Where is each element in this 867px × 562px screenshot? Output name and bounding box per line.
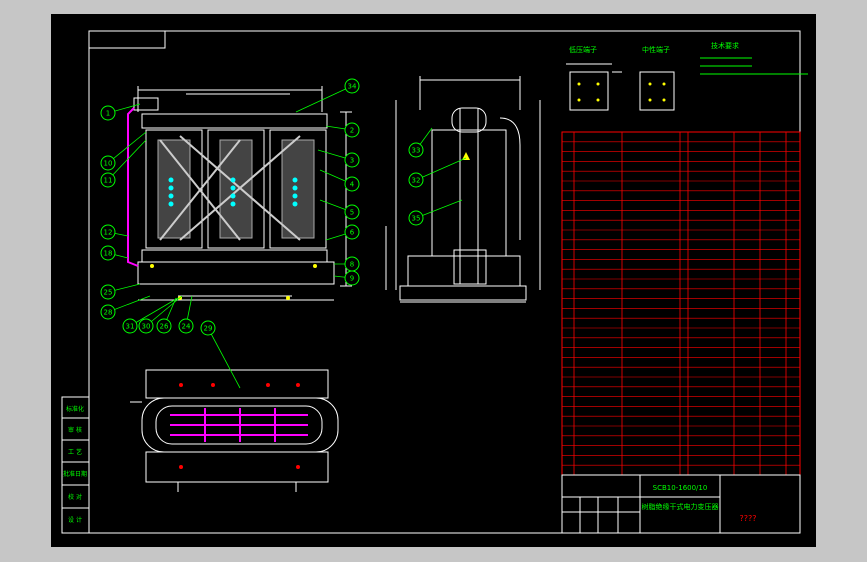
callout-label: 30 — [142, 323, 151, 331]
side-block-label: 批准日期 — [63, 470, 87, 478]
callout-label: 12 — [104, 229, 113, 237]
callout-2: 2 — [325, 122, 360, 138]
top-view-busbars — [170, 383, 308, 469]
callout-28: 28 — [100, 295, 151, 320]
callout-29: 29 — [200, 320, 241, 389]
lead-cable — [127, 107, 139, 267]
callout-label: 8 — [350, 261, 354, 269]
callout-5: 5 — [319, 199, 360, 220]
tech-requirements-title: 技术要求 — [711, 41, 739, 50]
callout-label: 28 — [104, 309, 113, 317]
side-block-label: 校 对 — [68, 493, 82, 501]
callout-label: 10 — [104, 160, 113, 168]
callout-9: 9 — [333, 270, 360, 286]
detail-b-label: 中性端子 — [642, 45, 670, 54]
drawing-title: 树脂绝缘干式电力变压器 — [642, 502, 719, 511]
callout-label: 4 — [350, 181, 355, 189]
callout-label: 2 — [350, 127, 354, 135]
callout-label: 35 — [412, 215, 421, 223]
title-block — [561, 474, 801, 534]
callout-11: 11 — [100, 139, 147, 188]
callout-label: 34 — [348, 83, 357, 91]
callout-label: 6 — [350, 229, 355, 237]
callout-31: 31 — [122, 297, 179, 334]
callout-24: 24 — [178, 295, 194, 334]
callout-25: 25 — [100, 283, 141, 300]
callout-label: 9 — [350, 275, 354, 283]
callout-32: 32 — [408, 157, 467, 188]
detail-bolt-holes — [577, 82, 666, 102]
callout-label: 3 — [350, 157, 354, 165]
callout-label: 25 — [104, 289, 113, 297]
top-view — [130, 369, 339, 492]
callout-label: 29 — [204, 325, 213, 333]
callout-10: 10 — [100, 131, 147, 171]
callout-label: 18 — [104, 250, 113, 258]
side-block-label: 标准化 — [66, 405, 84, 413]
tech-requirements-lines — [700, 57, 808, 75]
side-block-label: 审 核 — [68, 426, 82, 434]
callout-label: 31 — [126, 323, 135, 331]
drawing-number: ???? — [740, 514, 757, 523]
callout-label: 33 — [412, 147, 421, 155]
callout-33: 33 — [408, 127, 433, 158]
callout-1: 1 — [100, 103, 141, 121]
callout-label: 24 — [182, 323, 191, 331]
side-view — [385, 76, 541, 303]
callout-35: 35 — [408, 199, 463, 226]
callout-6: 6 — [325, 224, 360, 241]
detail-views — [566, 63, 675, 111]
callout-34: 34 — [295, 78, 360, 113]
side-approval-blocks: 标准化 审 核 工 艺 批准日期 校 对 设 计 — [61, 396, 90, 534]
callout-label: 1 — [106, 110, 110, 118]
side-block-label: 工 艺 — [68, 448, 82, 456]
warning-sign — [462, 152, 470, 160]
front-view — [133, 86, 352, 301]
detail-a-label: 低压端子 — [569, 45, 597, 54]
parts-table — [561, 131, 801, 476]
callout-26: 26 — [156, 297, 177, 334]
callout-label: 11 — [104, 177, 113, 185]
callout-12: 12 — [100, 224, 129, 240]
tap-insulators — [168, 177, 298, 207]
callout-4: 4 — [319, 169, 360, 192]
callout-label: 32 — [412, 177, 421, 185]
callout-30: 30 — [138, 295, 183, 334]
callout-18: 18 — [100, 245, 129, 261]
drawing-background — [51, 14, 816, 547]
callout-label: 5 — [350, 209, 354, 217]
callout-3: 3 — [317, 149, 360, 168]
callout-label: 26 — [160, 323, 169, 331]
top-left-tag-box — [88, 30, 166, 49]
model-number: SCB10-1600/10 — [653, 484, 708, 492]
side-block-label: 设 计 — [68, 516, 82, 524]
